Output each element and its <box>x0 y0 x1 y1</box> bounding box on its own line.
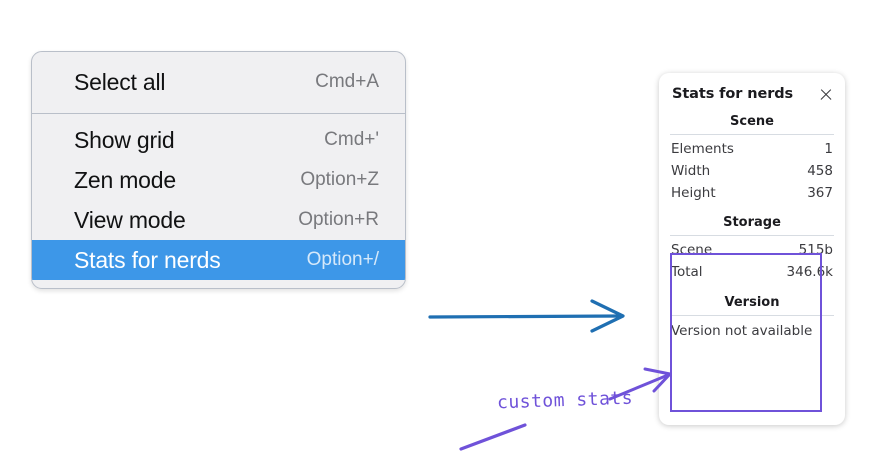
stat-key: Total <box>671 264 703 280</box>
section-rule <box>670 315 834 316</box>
context-menu[interactable]: Select all Cmd+A Show grid Cmd+' Zen mod… <box>31 51 406 289</box>
custom-stats-annotation-label: custom stats <box>496 387 634 414</box>
stat-row-width: Width 458 <box>670 160 834 182</box>
stat-key: Width <box>671 163 711 179</box>
section-title-storage: Storage <box>723 215 781 230</box>
menu-item-show-grid[interactable]: Show grid Cmd+' <box>32 120 405 160</box>
menu-item-label: Zen mode <box>74 166 176 193</box>
section-title-scene: Scene <box>730 114 774 129</box>
menu-separator <box>32 113 405 114</box>
stat-value: 367 <box>807 185 833 201</box>
close-icon[interactable] <box>818 86 834 102</box>
stats-panel-body: Scene Elements 1 Width 458 Height 367 St… <box>659 108 845 343</box>
stat-row-scene-storage: Scene 515b <box>670 239 834 261</box>
menu-item-select-all[interactable]: Select all Cmd+A <box>32 62 405 102</box>
menu-item-view-mode[interactable]: View mode Option+R <box>32 200 405 240</box>
section-rule <box>670 235 834 236</box>
menu-item-label: View mode <box>74 206 186 233</box>
menu-item-shortcut: Option+Z <box>300 169 379 190</box>
stats-panel-title: Stats for nerds <box>672 86 794 102</box>
stat-row-total-storage: Total 346.6k <box>670 261 834 283</box>
stat-key: Elements <box>671 141 734 157</box>
menu-item-label: Select all <box>74 68 166 95</box>
menu-item-shortcut: Option+/ <box>306 249 379 270</box>
menu-group-1: Select all Cmd+A <box>32 52 405 113</box>
version-status-text: Version not available <box>671 323 813 339</box>
menu-group-2: Show grid Cmd+' Zen mode Option+Z View m… <box>32 114 405 288</box>
stat-row-height: Height 367 <box>670 182 834 204</box>
section-rule <box>670 134 834 135</box>
stat-value: 515b <box>798 242 833 258</box>
stat-value: 458 <box>807 163 833 179</box>
stats-panel-header: Stats for nerds <box>659 73 845 108</box>
menu-item-label: Stats for nerds <box>74 246 221 273</box>
stat-key: Scene <box>671 242 713 258</box>
stat-key: Height <box>671 185 716 201</box>
stat-row-elements: Elements 1 <box>670 138 834 160</box>
stat-value: 346.6k <box>786 264 833 280</box>
menu-item-shortcut: Option+R <box>298 209 379 230</box>
menu-item-shortcut: Cmd+A <box>315 71 379 92</box>
blue-arrow-annotation <box>428 299 625 333</box>
menu-item-label: Show grid <box>74 126 175 153</box>
menu-item-stats-for-nerds[interactable]: Stats for nerds Option+/ <box>32 240 405 280</box>
stat-value: 1 <box>824 141 833 157</box>
menu-item-zen-mode[interactable]: Zen mode Option+Z <box>32 160 405 200</box>
section-title-version: Version <box>724 295 780 310</box>
purple-underline-stroke <box>459 423 527 451</box>
stats-for-nerds-panel[interactable]: Stats for nerds Scene Elements 1 Width 4… <box>659 73 845 425</box>
menu-item-shortcut: Cmd+' <box>324 129 379 150</box>
